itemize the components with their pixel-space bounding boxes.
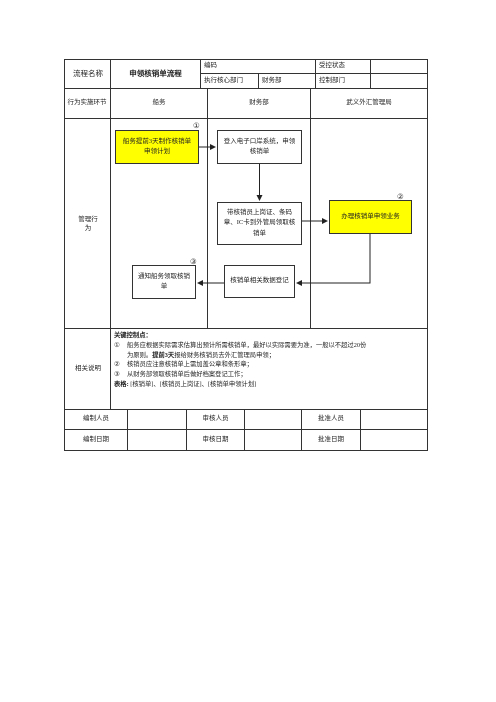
reviewed-date-label: 审核日期 [202, 435, 229, 443]
flow-step-notify: 通知船务领取核销单 [132, 265, 196, 299]
note-point-2-text: 核销员应注意核销单上需加盖公章和条形章； [127, 361, 253, 369]
key-points-title: 关键控制点： [114, 332, 152, 339]
process-name-value: 申领核销单流程 [129, 68, 182, 78]
reviewed-by-label: 审核人员 [202, 415, 229, 423]
note-point-1-text: 船务应根据实际需求估算出预计所需核销单，最好以实际需要为准，一般以不超过20份 [127, 341, 367, 349]
forms-line: 表格: [核销单]、[核销员上岗证]、[核销单申领计划] [114, 380, 424, 390]
note-point-3-text: 从财务部领取核销单后做好档案登记工作； [127, 371, 247, 378]
flow-step-register: 核销单相关数据登记 [224, 265, 295, 298]
lane-finance: 财务部 [249, 99, 269, 107]
control-dept-label: 控制部门 [319, 76, 345, 84]
flow-step-collect: 带核销员上岗证、条码章、IC卡到外管局领取核销单 [217, 202, 302, 245]
exec-dept-label: 执行核心部门 [204, 76, 243, 84]
reviewed-by-value [245, 410, 301, 429]
note-point-2: ② 核销员应注意核销单上需加盖公章和条形章； [114, 360, 424, 370]
note-marker-2: ② [114, 361, 120, 369]
step-marker-1: ① [193, 121, 200, 130]
prepared-by-label: 编制人员 [83, 415, 109, 423]
management-label: 管理行为 [78, 216, 98, 232]
lane-shipping: 船务 [152, 99, 166, 107]
forms-label: 表格: [114, 380, 129, 388]
exec-dept-value: 财务部 [262, 76, 282, 84]
lane-row-label: 行为实施环节 [67, 99, 107, 107]
note-point-3: ③ 从财务部领取核销单后做好档案登记工作； [114, 370, 424, 380]
flow-step-apply-online: 登入电子口岸系统，申领核销单 [217, 130, 302, 164]
forms-text: [核销单]、[核销员上岗证]、[核销单申领计划] [130, 380, 257, 388]
note-point-1-cont: 为原则。提前3天报给财务核销员去外汇管理局申领； [114, 351, 424, 361]
arrow-process-to-register [296, 234, 371, 286]
controlled-status-label: 受控状态 [319, 62, 345, 70]
flow-step-plan: 船务提前3天制作核销单申领计划 [115, 130, 199, 164]
process-name-label: 流程名称 [73, 68, 103, 78]
prepared-by-value [128, 410, 186, 429]
note-point-1-post: 报给财务核销员去外汇管理局申领； [174, 351, 275, 359]
note-marker-1: ① [114, 341, 120, 349]
step-marker-3: ③ [190, 257, 197, 266]
approved-by-label: 批准人员 [318, 415, 344, 423]
lane-forex-bureau: 武义外汇管理局 [346, 99, 392, 107]
note-marker-3: ③ [114, 371, 120, 378]
approved-date-label: 批准日期 [318, 435, 344, 443]
code-label: 编码 [204, 62, 217, 70]
prepared-date-value [128, 430, 186, 450]
notes-body: 关键控制点： ① 船务应根据实际需求估算出预计所需核销单，最好以实际需要为准，一… [114, 331, 424, 390]
reviewed-date-value [245, 430, 301, 450]
notes-section-label: 相关说明 [75, 364, 101, 372]
flow-step-process: 办理核销单申领业务 [329, 200, 412, 234]
step-marker-2: ② [397, 192, 404, 201]
note-point-1-bold: 提前3天 [152, 351, 175, 359]
approved-date-value [361, 430, 427, 450]
approved-by-value [361, 410, 427, 429]
note-point-1-pre: 为原则。 [127, 351, 153, 359]
note-point-1: ① 船务应根据实际需求估算出预计所需核销单，最好以实际需要为准，一般以不超过20… [114, 341, 424, 351]
prepared-date-label: 编制日期 [83, 435, 109, 443]
